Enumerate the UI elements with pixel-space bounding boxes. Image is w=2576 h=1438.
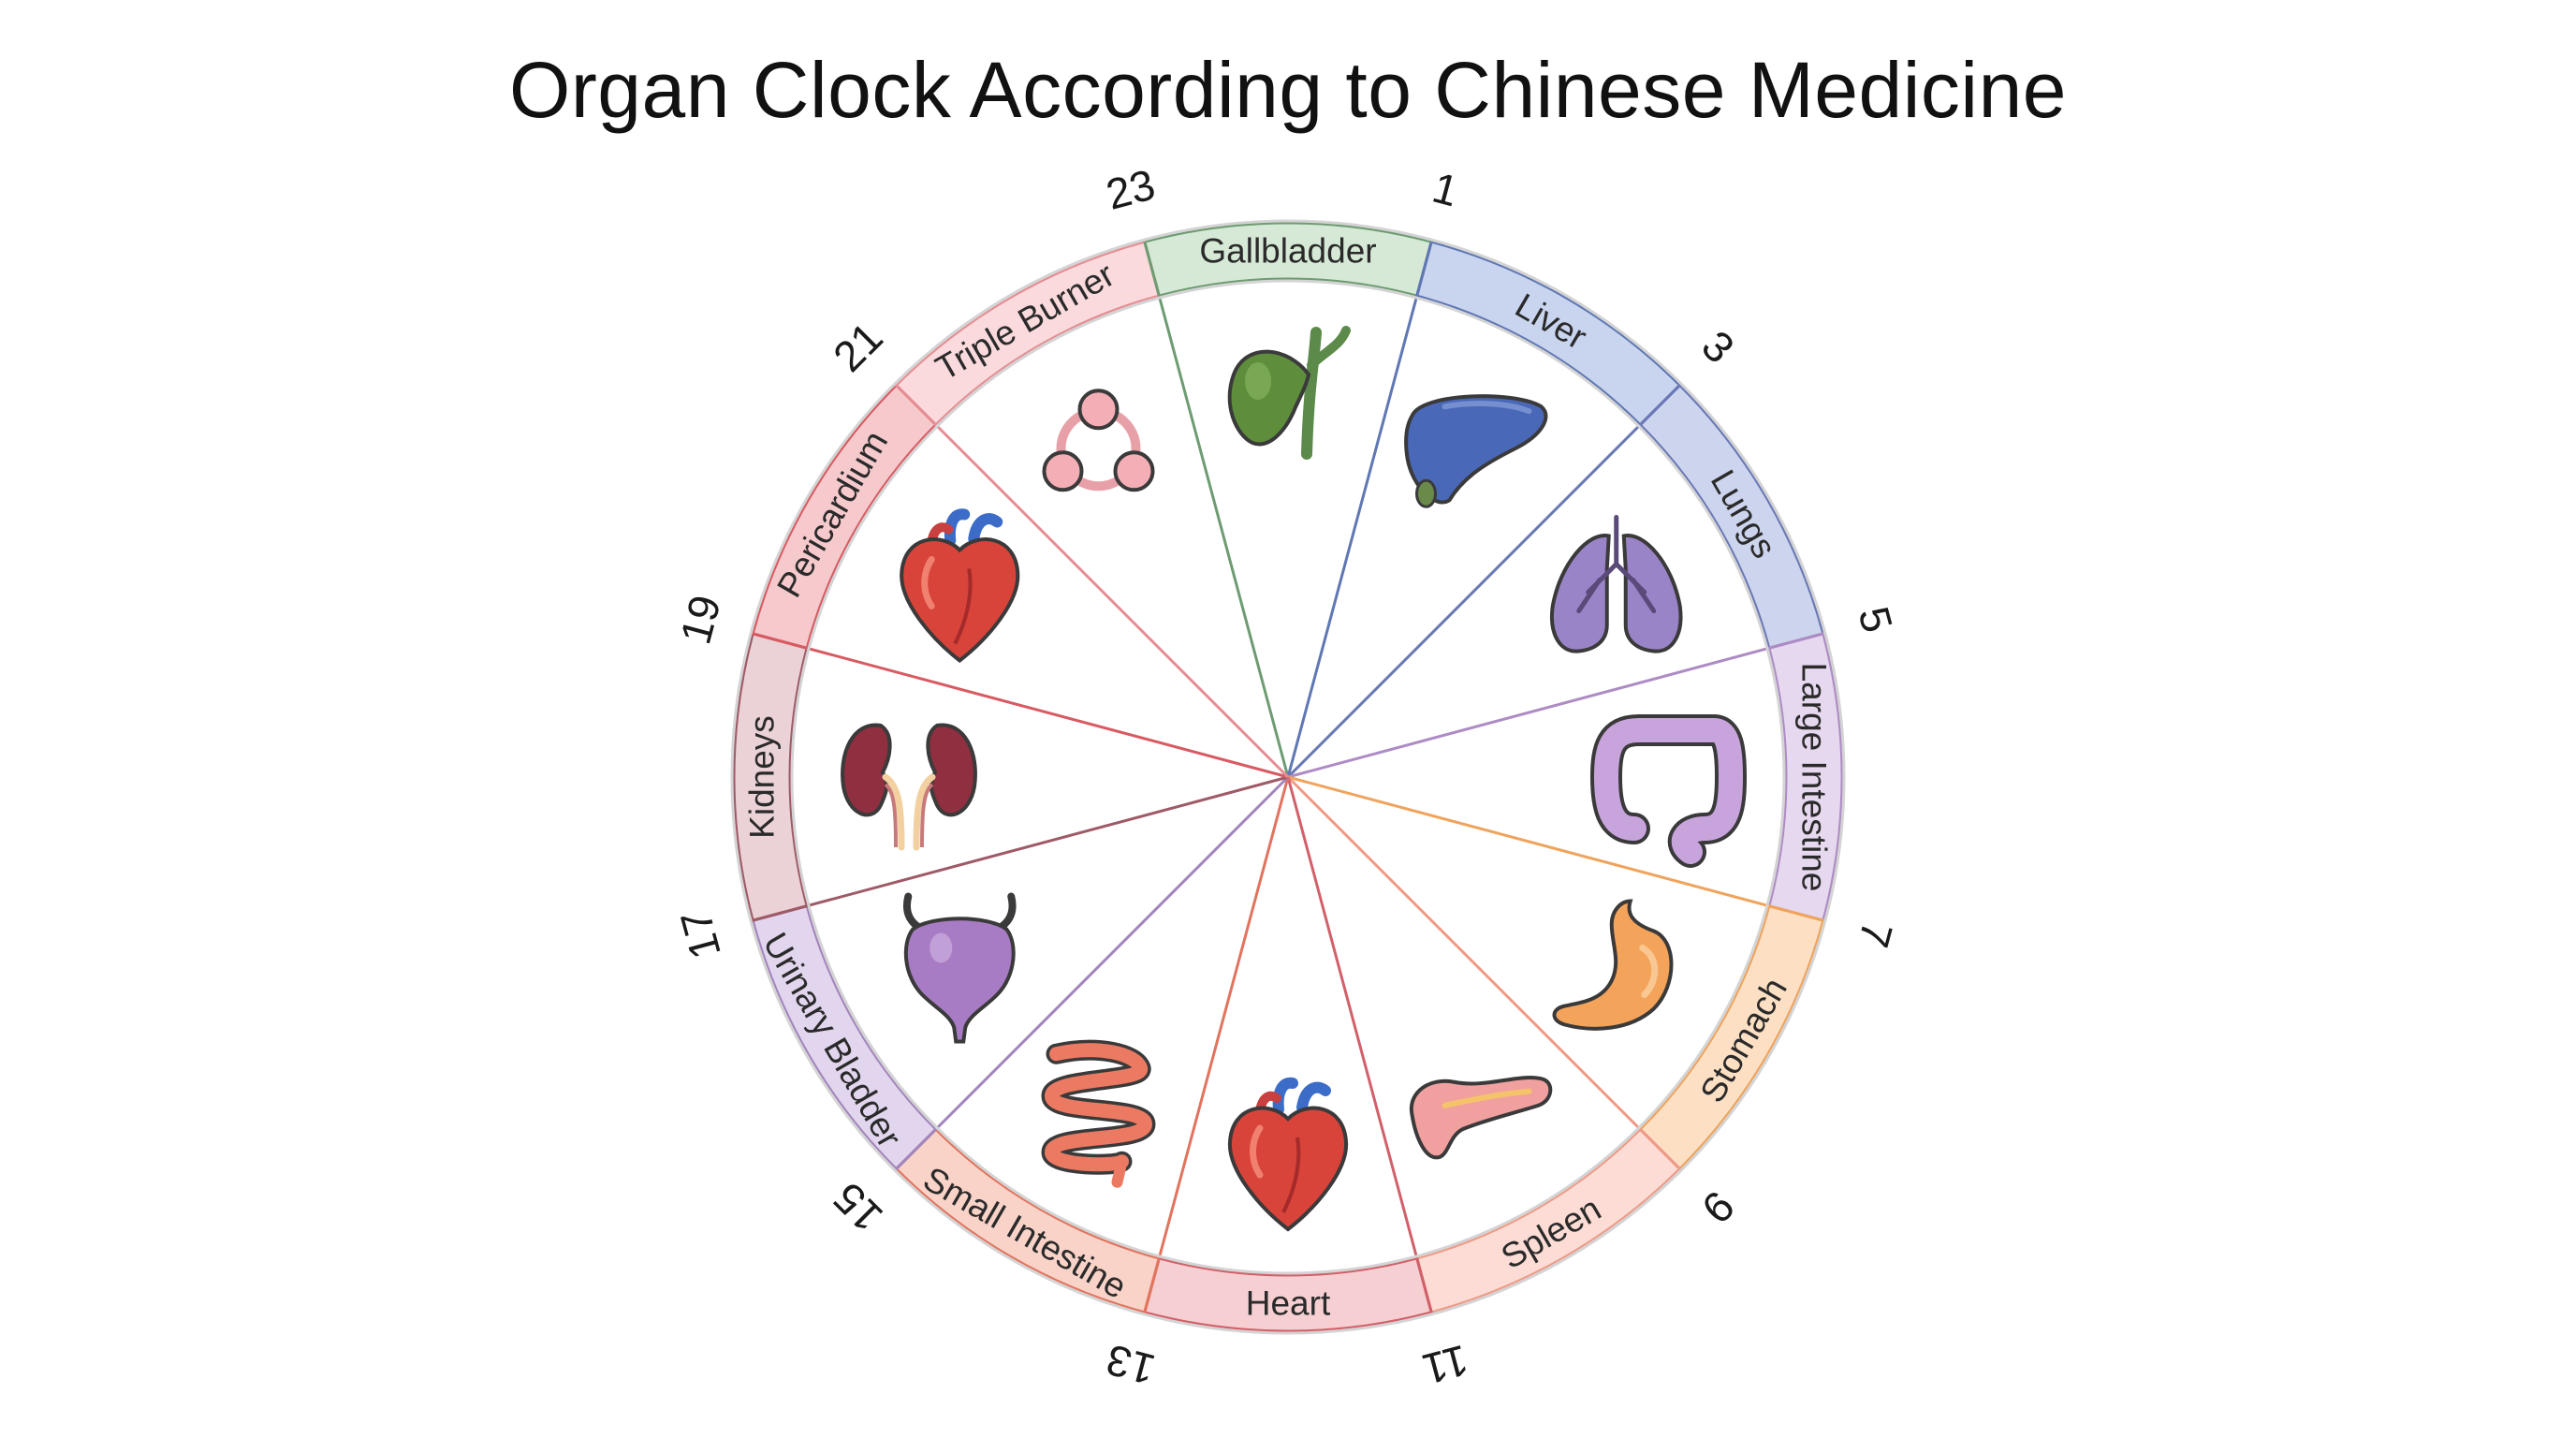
organ-label-heart: Heart	[1246, 1284, 1331, 1323]
divider-line	[1286, 775, 1681, 1170]
divider-line	[1287, 775, 1824, 922]
outer-ring-bands	[732, 221, 1844, 1333]
divider-line	[895, 775, 1290, 1170]
outer-ring-outline	[730, 219, 1846, 1335]
stomach-icon	[1552, 899, 1674, 1031]
gallbladder-icon	[1227, 326, 1351, 460]
organ-label-large-intestine: Large Intestine	[1795, 663, 1834, 892]
pancreas-spleen-icon	[1409, 1076, 1553, 1160]
hour-marker-3: 3	[1692, 321, 1744, 373]
hour-marker-23: 23	[1101, 159, 1160, 218]
bladder-icon	[903, 892, 1017, 1044]
divider-line	[1286, 776, 1433, 1313]
hour-marker-21: 21	[824, 313, 892, 381]
organ-label-kidneys: Kidneys	[743, 715, 782, 839]
hour-marker-9: 9	[1692, 1181, 1744, 1233]
divider-line	[752, 632, 1289, 779]
hour-marker-11: 11	[1417, 1336, 1473, 1395]
divider-line	[752, 775, 1289, 922]
divider-line	[895, 384, 1290, 779]
divider-line	[1286, 384, 1681, 779]
hour-marker-5: 5	[1849, 602, 1902, 638]
hour-marker-17: 17	[670, 905, 729, 964]
segment-divider-lines	[752, 241, 1824, 1313]
hour-marker-19: 19	[670, 590, 729, 649]
small-intestine-icon	[1041, 1039, 1156, 1188]
pericardium-heart-icon	[900, 508, 1020, 664]
hour-marker-15: 15	[824, 1173, 892, 1241]
triple-burner-icon	[1042, 389, 1155, 492]
inner-ring-outline	[790, 279, 1786, 1275]
liver-icon	[1404, 394, 1548, 508]
hour-marker-13: 13	[1101, 1335, 1160, 1394]
divider-line	[1143, 776, 1290, 1313]
large-intestine-icon	[1590, 714, 1747, 868]
divider-line	[1143, 241, 1290, 778]
hour-marker-1: 1	[1427, 163, 1463, 216]
lungs-icon	[1549, 515, 1683, 653]
kidneys-icon	[841, 723, 977, 851]
divider-line	[1287, 632, 1824, 779]
organ-icons	[841, 326, 1747, 1232]
ring-outlines	[730, 219, 1846, 1335]
page-title: Organ Clock According to Chinese Medicin…	[509, 46, 2067, 134]
organ-label-gallbladder: Gallbladder	[1199, 232, 1376, 271]
organ-label-small-intestine: Small Intestine	[917, 1159, 1134, 1306]
organ-label-urinary-bladder: Urinary Bladder	[755, 926, 909, 1153]
divider-line	[1286, 241, 1433, 778]
heart-icon	[1227, 1077, 1349, 1232]
hour-marker-7: 7	[1849, 917, 1902, 952]
